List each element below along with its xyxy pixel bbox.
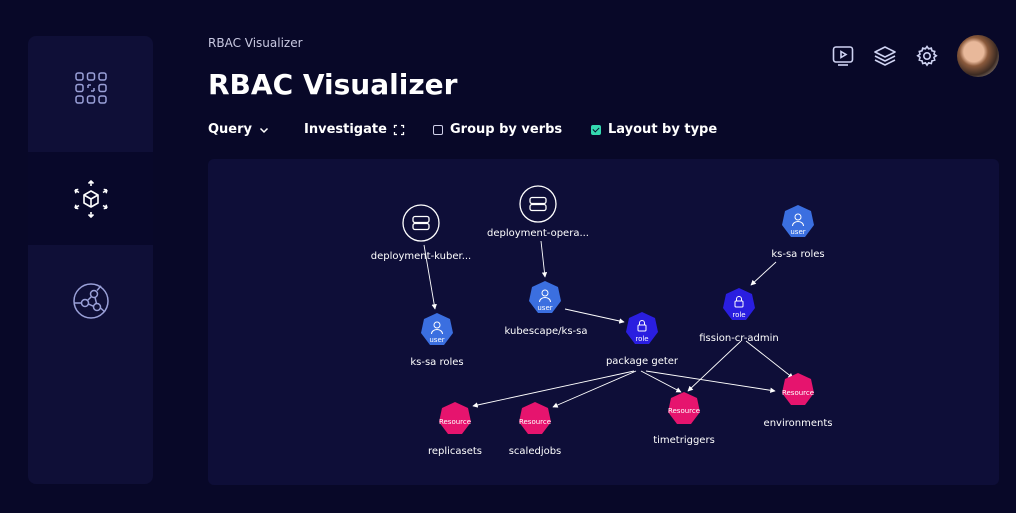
investigate-button[interactable]: Investigate <box>304 122 405 137</box>
layout-by-type-checkbox[interactable] <box>591 124 601 135</box>
node-badge: Resource <box>519 418 551 426</box>
node-badge: user <box>537 304 552 312</box>
graph-edges <box>423 240 794 408</box>
node-badge: user <box>790 228 805 236</box>
node-label: kubescape/ks-sa <box>505 326 588 337</box>
graph-node-group[interactable]: deployment-opera... <box>487 185 589 239</box>
graph-node-user[interactable]: user ks-sa roles <box>410 313 464 368</box>
query-dropdown[interactable]: Query <box>208 122 270 137</box>
edge <box>750 261 777 286</box>
chevron-down-icon <box>259 127 269 133</box>
graph-node-resource[interactable]: Resource scaledjobs <box>509 402 562 457</box>
node-badge: user <box>429 336 444 344</box>
settings-button[interactable] <box>915 44 939 68</box>
gear-icon <box>916 45 938 67</box>
rbac-graph[interactable]: deployment-kuber... deployment-opera... … <box>208 159 999 485</box>
layers-icon <box>874 46 896 66</box>
edge <box>645 370 776 393</box>
graph-node-role[interactable]: role fission-cr-admin <box>699 288 779 344</box>
layout-by-type-label: Layout by type <box>608 122 718 137</box>
edge <box>564 308 625 324</box>
edge <box>745 340 794 379</box>
node-badge: role <box>732 311 745 319</box>
cube-icon <box>73 179 108 218</box>
graph-node-group[interactable]: deployment-kuber... <box>371 204 471 262</box>
node-label: ks-sa roles <box>410 357 463 368</box>
user-icon <box>431 321 443 335</box>
graph-node-user[interactable]: user kubescape/ks-sa <box>505 281 588 337</box>
graph-canvas[interactable]: deployment-kuber... deployment-opera... … <box>208 159 999 485</box>
edge <box>687 340 742 392</box>
graph-node-resource[interactable]: Resource environments <box>764 373 833 429</box>
node-label: ks-sa roles <box>771 249 824 260</box>
query-label: Query <box>208 122 253 137</box>
graph-node-resource[interactable]: Resource timetriggers <box>653 392 715 446</box>
server-icon <box>412 215 430 231</box>
node-badge: Resource <box>668 407 700 415</box>
node-badge: Resource <box>439 418 471 426</box>
graph-node-resource[interactable]: Resource replicasets <box>428 402 482 457</box>
grid-scan-icon <box>74 71 107 104</box>
header-actions <box>813 35 999 77</box>
layers-button[interactable] <box>873 44 897 68</box>
network-icon <box>72 282 109 319</box>
node-label: deployment-kuber... <box>371 251 471 262</box>
node-label: replicasets <box>428 446 482 457</box>
edge <box>423 244 437 310</box>
page-title: RBAC Visualizer <box>208 68 458 101</box>
node-label: scaledjobs <box>509 446 562 457</box>
graph-node-user[interactable]: user ks-sa roles <box>771 205 825 260</box>
graph-node-role[interactable]: role package geter <box>606 312 679 367</box>
node-badge: role <box>635 335 648 343</box>
edge <box>472 370 635 408</box>
group-by-verbs-label: Group by verbs <box>450 122 563 137</box>
layout-by-type-toggle[interactable]: Layout by type <box>591 122 717 137</box>
node-label: package geter <box>606 356 679 367</box>
server-icon <box>529 196 547 212</box>
user-icon <box>539 289 551 303</box>
expand-icon <box>393 124 405 135</box>
node-label: environments <box>764 418 833 429</box>
sidebar-item-scan[interactable] <box>28 41 153 134</box>
node-label: fission-cr-admin <box>699 333 778 344</box>
node-badge: Resource <box>782 389 814 397</box>
play-video-icon <box>832 46 854 66</box>
edge <box>640 370 682 393</box>
investigate-label: Investigate <box>304 122 387 137</box>
node-label: timetriggers <box>653 435 715 446</box>
edge <box>540 240 548 278</box>
lock-icon <box>734 296 744 308</box>
breadcrumb[interactable]: RBAC Visualizer <box>208 36 303 50</box>
video-button[interactable] <box>831 44 855 68</box>
group-by-verbs-toggle[interactable]: Group by verbs <box>433 122 562 137</box>
group-by-verbs-checkbox[interactable] <box>433 124 443 135</box>
user-icon <box>792 213 804 227</box>
sidebar-item-rbac[interactable] <box>28 152 153 245</box>
lock-icon <box>637 320 647 332</box>
sidebar <box>28 36 153 484</box>
edge <box>552 370 637 408</box>
node-label: deployment-opera... <box>487 228 589 239</box>
avatar[interactable] <box>957 35 999 77</box>
sidebar-item-network[interactable] <box>28 254 153 347</box>
